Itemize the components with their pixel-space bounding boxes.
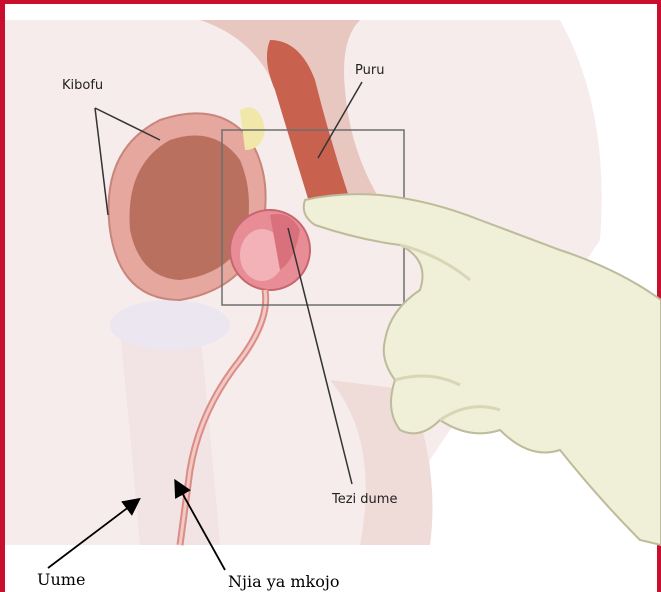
label-puru: Puru [355,63,384,78]
label-kibofu: Kibofu [62,78,103,93]
label-uume: Uume [37,570,85,589]
prostate-organ [230,210,310,290]
label-tezi-dume: Tezi dume [331,492,397,507]
label-njia-ya-mkojo: Njia ya mkojo [228,572,339,591]
